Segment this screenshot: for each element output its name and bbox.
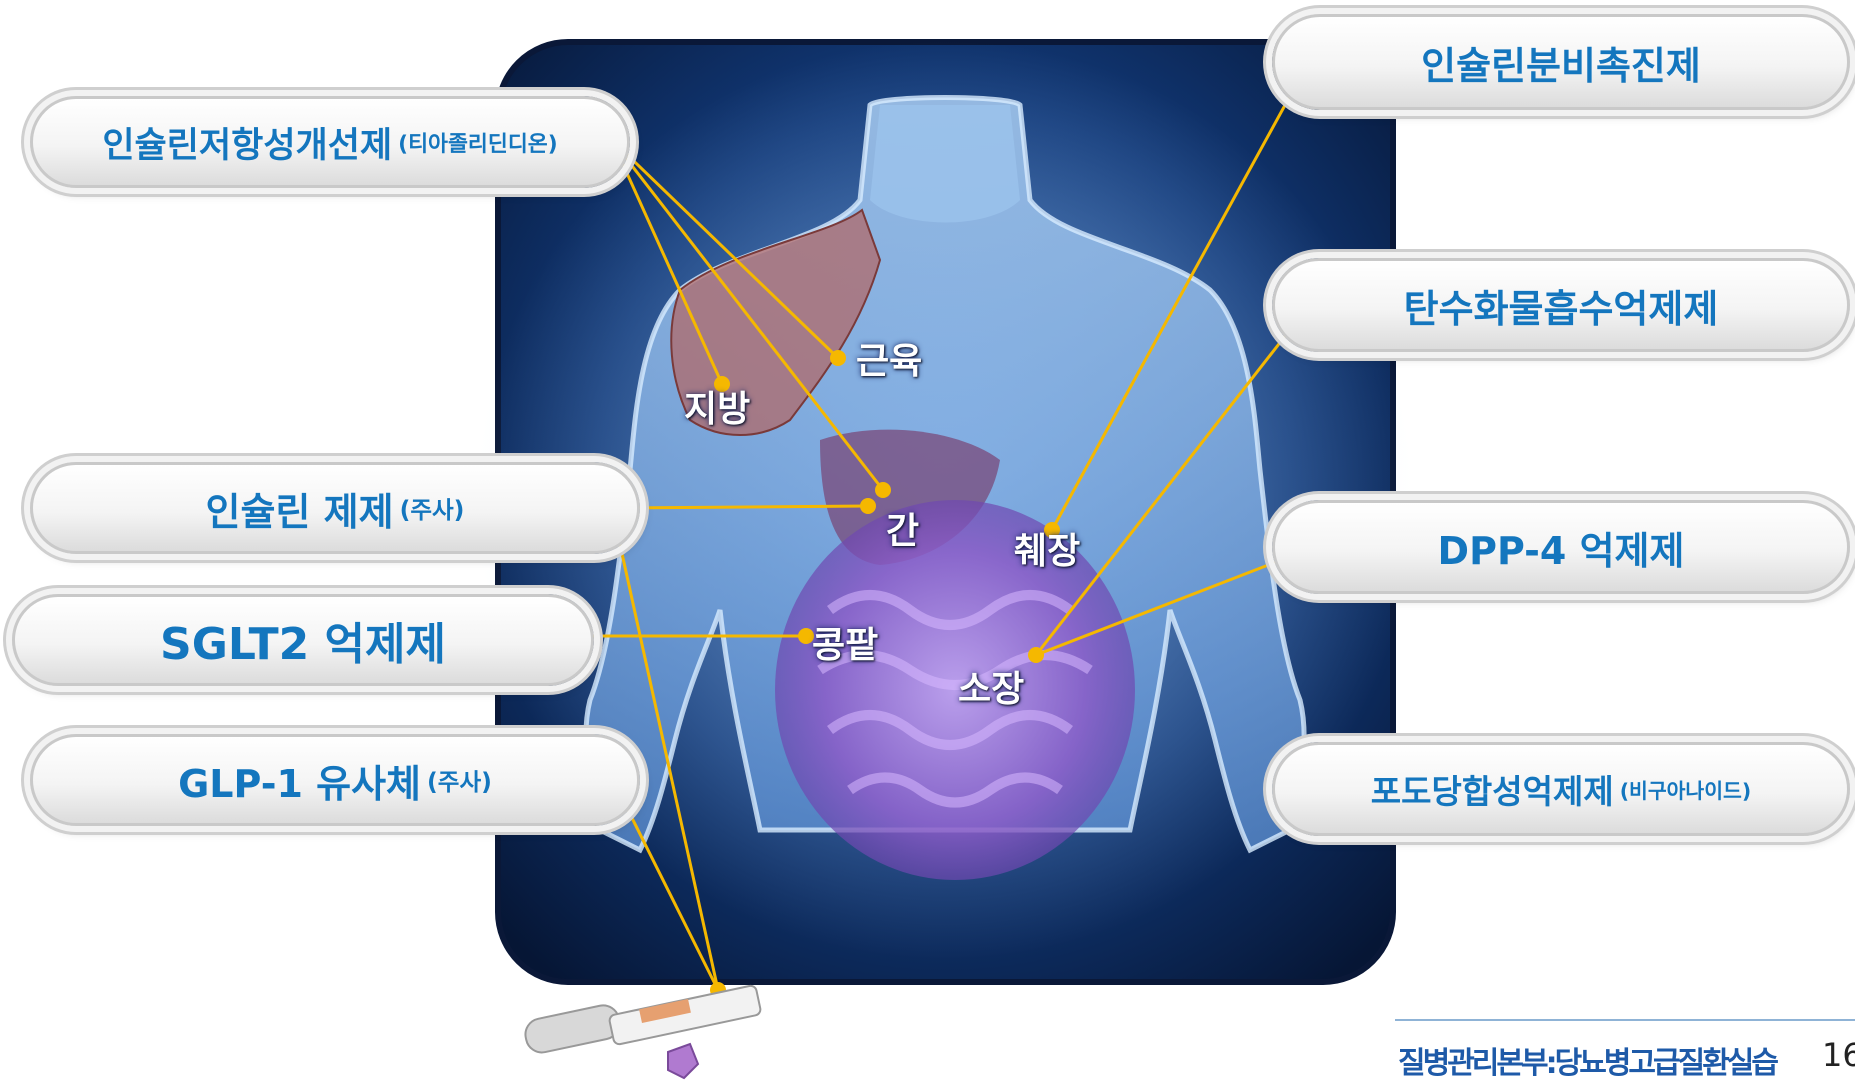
connector-insulin-liver bbox=[612, 506, 868, 508]
drug-class-glp1-sub: (주사) bbox=[427, 763, 492, 797]
page-number: 16 bbox=[1822, 1036, 1855, 1074]
neck-shape bbox=[870, 105, 1020, 223]
footer-divider bbox=[1395, 1019, 1855, 1021]
drug-class-dpp4: DPP-4 억제제 bbox=[1272, 500, 1850, 594]
drug-class-secretagogue-label: 인슐린분비촉진제 bbox=[1421, 35, 1701, 90]
organ-label-fat: 지방 bbox=[684, 380, 750, 432]
drug-class-biguanide: 포도당합성억제제 (비구아나이드) bbox=[1272, 742, 1850, 836]
drug-class-tzd-sub: (티아졸리딘디온) bbox=[398, 127, 558, 158]
drug-class-glp1: GLP-1 유사체 (주사) bbox=[30, 734, 640, 826]
drug-class-sglt2-label: SGLT2 억제제 bbox=[160, 608, 446, 672]
footer-source: 질병관리본부:당뇨병고급질환실습 bbox=[1398, 1038, 1776, 1082]
drug-class-secretagogue: 인슐린분비촉진제 bbox=[1272, 14, 1850, 110]
drug-class-glp1-label: GLP-1 유사체 bbox=[178, 753, 421, 808]
drug-class-biguanide-sub: (비구아나이드) bbox=[1620, 774, 1752, 804]
organ-label-muscle: 근육 bbox=[856, 332, 922, 384]
drug-class-agi-label: 탄수화물흡수억제제 bbox=[1404, 278, 1719, 333]
drug-class-agi: 탄수화물흡수억제제 bbox=[1272, 258, 1850, 352]
drug-class-tzd: 인슐린저항성개선제 (티아졸리딘디온) bbox=[30, 96, 630, 188]
organ-label-small-intestine: 소장 bbox=[958, 660, 1024, 712]
drug-class-biguanide-label: 포도당합성억제제 bbox=[1371, 765, 1614, 813]
organ-label-liver: 간 bbox=[886, 502, 919, 554]
drug-class-insulin: 인슐린 제제 (주사) bbox=[30, 462, 640, 554]
drug-class-sglt2: SGLT2 억제제 bbox=[12, 594, 594, 686]
organ-label-pancreas: 췌장 bbox=[1014, 522, 1080, 574]
drug-class-dpp4-label: DPP-4 억제제 bbox=[1438, 520, 1685, 575]
drug-class-tzd-label: 인슐린저항성개선제 bbox=[102, 117, 392, 168]
injection-pen-icon bbox=[522, 985, 761, 1078]
drug-class-insulin-label: 인슐린 제제 bbox=[206, 481, 394, 536]
organ-label-kidney: 콩팥 bbox=[812, 616, 878, 668]
drug-class-insulin-sub: (주사) bbox=[400, 491, 465, 525]
